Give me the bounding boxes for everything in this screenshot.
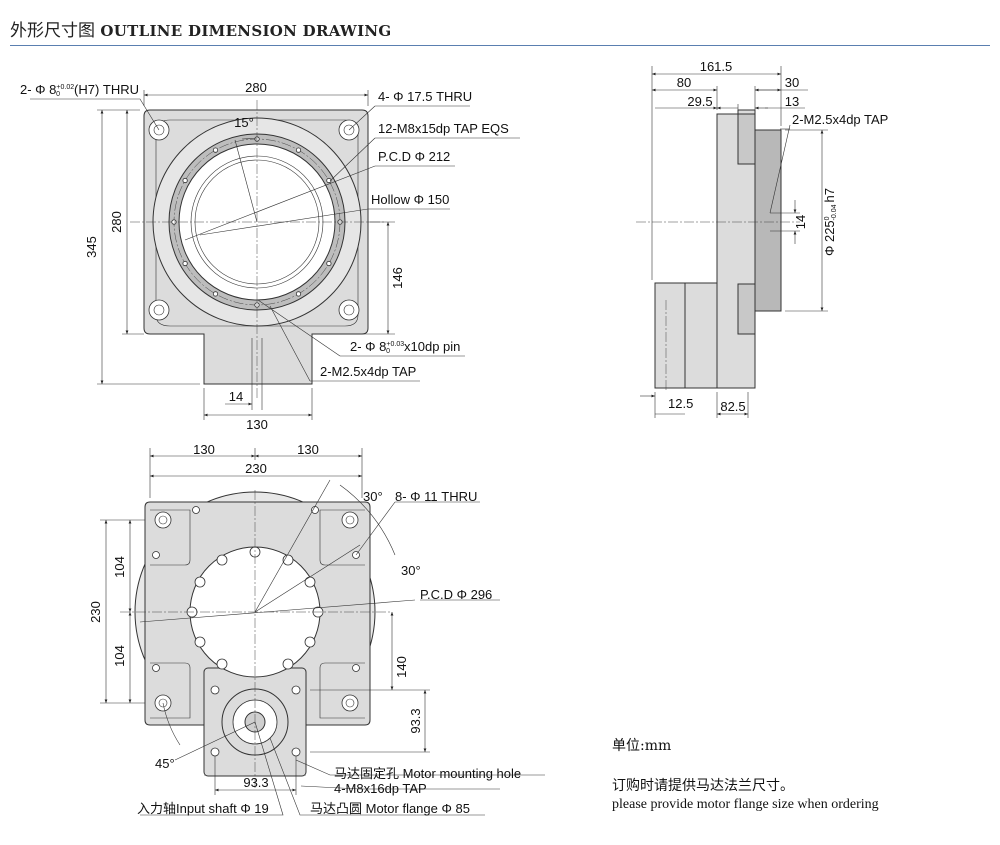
bottom-view: 130 130 230 30° 8- Φ 11 THRU 30° P.C.D Φ… [88,442,545,816]
tap-hole [212,147,219,153]
bottom-thru-holes: 8- Φ 11 THRU [395,489,477,504]
bottom-inner-tab-bl [150,662,191,719]
side-bearing-top [737,113,756,165]
side-dim-80: 80 [677,75,691,90]
callout-tap-small: 2-M2.5x4dp TAP [320,364,416,379]
side-dim-161-5: 161.5 [700,59,733,74]
unit-note: 单位:mm [612,738,672,754]
bottom-motor-plate-holes [210,685,301,757]
side-tap: 2-M2.5x4dp TAP [792,112,888,127]
bottom-dim-130-right: 130 [297,442,319,457]
title-cn: 外形尺寸图 [10,21,95,41]
bottom-angle-30-a: 30° [363,489,383,504]
bottom-dim-93-3-h: 93.3 [243,775,268,790]
tap-hole [182,177,188,184]
bottom-angle-45: 45° [155,756,175,771]
bottom-dim-230-left: 230 [88,601,103,623]
bottom-pcd-296: P.C.D Φ 296 [420,587,492,602]
bottom-angle-line-45 [174,721,256,761]
side-dim-dia-225: Φ 2250-0.04h7 [822,188,838,256]
corner-hole-bl-inner [153,304,165,316]
corner-hole-tr-inner [343,124,355,136]
front-dim-345: 345 [84,236,99,258]
side-dim-12-5: 12.5 [668,396,693,411]
bottom-motor-tap: 4-M8x16dp TAP [334,781,427,796]
bottom-dimensions [100,448,545,816]
side-dim-30: 30 [785,75,799,90]
tap-hole [212,291,219,297]
bottom-pcd-leader [139,599,416,623]
bottom-input-shaft: 入力轴Input shaft Φ 19 [137,801,269,816]
bottom-inner-tab-br [319,662,365,719]
angle-line-15 [234,139,258,223]
front-angle-15: 15° [234,115,254,130]
bottom-dim-104-bottom: 104 [112,645,127,667]
callout-tap-holes: 12-M8x15dp TAP EQS [378,121,509,136]
header-rule [10,45,990,46]
front-leader-lines [30,98,520,382]
corner-hole-br-inner [343,304,355,316]
corner-hole-tl-inner [153,124,165,136]
side-dimensions [640,66,828,418]
bottom-angle-30-b: 30° [401,563,421,578]
corner-hole-br [338,299,360,321]
bottom-dim-230-top: 230 [245,461,267,476]
tap-hole [295,291,302,297]
callout-hollow: Hollow Φ 150 [371,192,449,207]
bottom-dim-93-3-v: 93.3 [408,708,423,733]
front-dim-130: 130 [246,417,268,432]
bottom-dim-104-top: 104 [112,556,127,578]
callout-pcd-212: P.C.D Φ 212 [378,149,450,164]
tap-hole [182,260,188,267]
bottom-motor-hole: 马达固定孔 Motor mounting hole [334,766,521,781]
side-adapter-b [684,282,718,389]
page-header: 外形尺寸图 OUTLINE DIMENSION DRAWING [0,0,1000,50]
bottom-angle-line-b [254,544,361,613]
front-dimensions [97,90,395,420]
bottom-angle-line-a [254,479,331,613]
front-dim-280-top: 280 [245,80,267,95]
callout-thru-holes: 4- Φ 17.5 THRU [378,89,472,104]
corner-hole-bl [148,299,170,321]
bottom-angle-arc-45 [162,702,181,746]
bottom-dim-140: 140 [394,656,409,678]
bottom-inner-tab-tr [319,509,365,566]
bottom-motor-flange: 马达凸圆 Motor flange Φ 85 [310,801,470,816]
title-en: OUTLINE DIMENSION DRAWING [100,22,392,40]
side-dim-29-5: 29.5 [687,94,712,109]
order-note-cn: 订购时请提供马达法兰尺寸。 [612,778,794,794]
side-view: 161.5 80 30 29.5 13 2-M2.5x4dp TAP 14 Φ … [636,59,888,418]
tap-hole [326,260,332,267]
tap-hole [326,177,332,184]
tap-hole [295,147,302,153]
front-dim-146: 146 [390,267,405,289]
side-dim-14: 14 [793,215,808,229]
side-output-flange [754,129,782,312]
side-dim-13: 13 [785,94,799,109]
bottom-angle-arc [339,484,396,556]
front-dim-280-left: 280 [109,211,124,233]
side-dim-82-5: 82.5 [720,399,745,414]
bottom-thru-holes [152,506,360,672]
front-dim-14: 14 [229,389,243,404]
side-bearing-bottom [737,283,756,335]
order-note-en: please provide motor flange size when or… [612,797,879,812]
side-adapter-a [654,282,686,389]
bottom-inner-tab-tl [150,509,191,566]
bottom-dim-130-left: 130 [193,442,215,457]
page-title: 外形尺寸图 OUTLINE DIMENSION DRAWING [10,16,392,41]
